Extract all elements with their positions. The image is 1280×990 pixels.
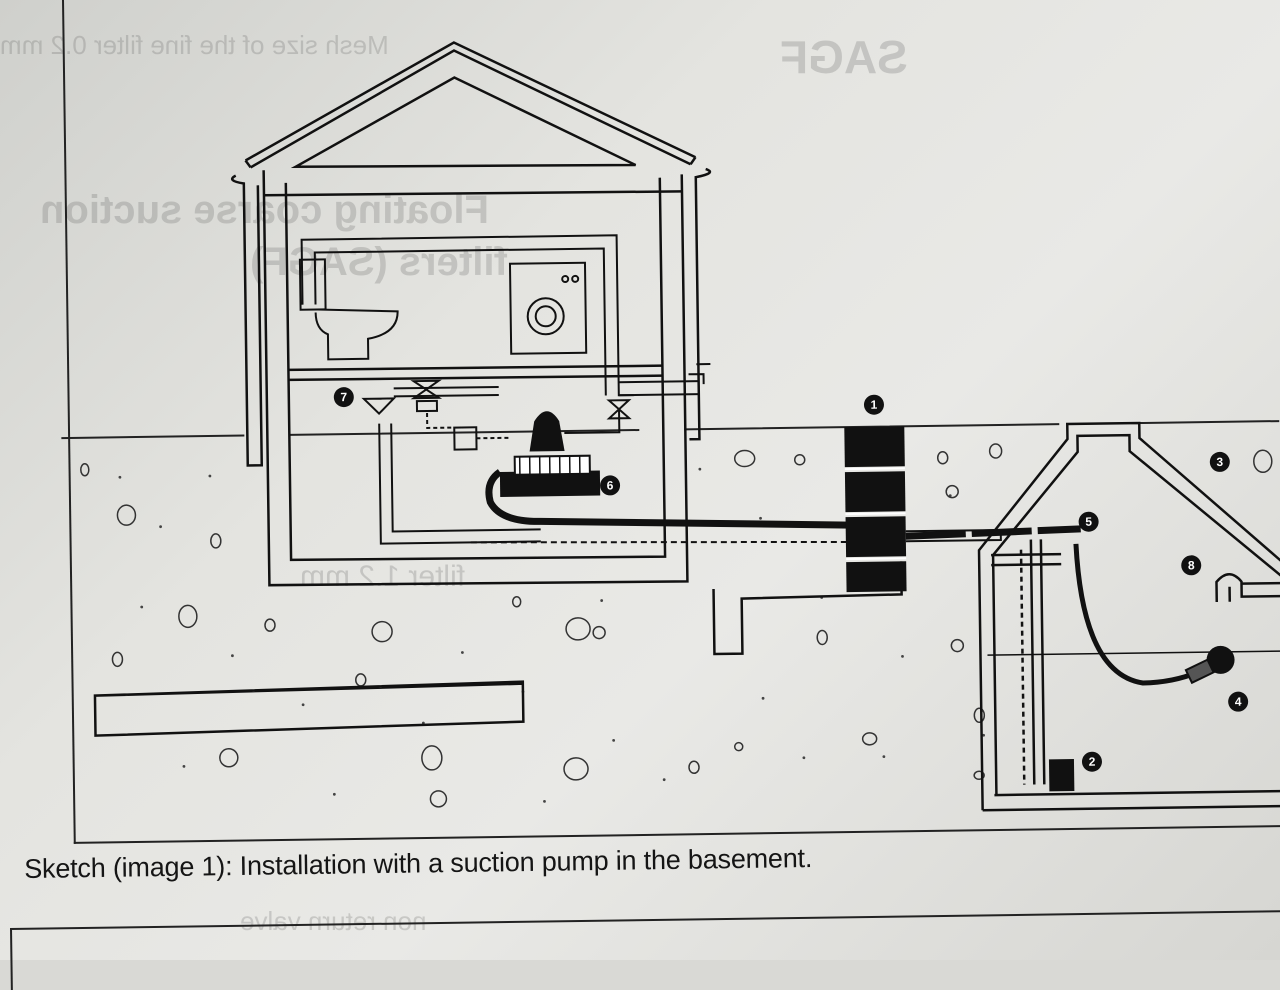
svg-text:5: 5 (1085, 515, 1092, 529)
house (230, 41, 712, 587)
svg-text:2: 2 (1089, 755, 1096, 769)
float-ball (1206, 645, 1235, 674)
callout-5: 5 (1078, 511, 1099, 532)
callout-6: 6 (600, 475, 621, 496)
svg-text:8: 8 (1188, 558, 1195, 572)
svg-text:7: 7 (340, 390, 347, 404)
callout-1: 1 (863, 394, 884, 415)
control-cable (470, 540, 861, 544)
suction-pump (499, 399, 632, 497)
refill-valve-assembly (361, 379, 510, 451)
wc (298, 258, 399, 361)
callout-markers: 1 2 3 4 5 6 7 8 (333, 387, 1249, 772)
level-sensor (1048, 758, 1075, 792)
suction-line (485, 469, 851, 529)
callout-3: 3 (1209, 451, 1230, 472)
svg-text:6: 6 (607, 478, 614, 492)
callout-8: 8 (1181, 555, 1202, 576)
washing-machine (508, 261, 588, 355)
callout-2: 2 (1081, 751, 1102, 772)
svg-text:4: 4 (1235, 695, 1242, 709)
floating-suction-hose (1073, 543, 1199, 686)
installation-sketch: 1 2 3 4 5 6 7 8 (61, 41, 1280, 812)
filter-collector (844, 426, 907, 593)
coarse-suction-filter (1184, 658, 1215, 685)
callout-7: 7 (333, 387, 354, 408)
water-pipes (300, 234, 699, 545)
ground-line (61, 420, 1280, 440)
svg-text:3: 3 (1216, 455, 1223, 469)
outside-tap (688, 363, 711, 385)
sewer-pipe (93, 680, 525, 737)
soil-texture (118, 467, 985, 803)
callout-4: 4 (1228, 691, 1249, 712)
svg-text:1: 1 (871, 398, 878, 412)
cistern (977, 421, 1280, 812)
